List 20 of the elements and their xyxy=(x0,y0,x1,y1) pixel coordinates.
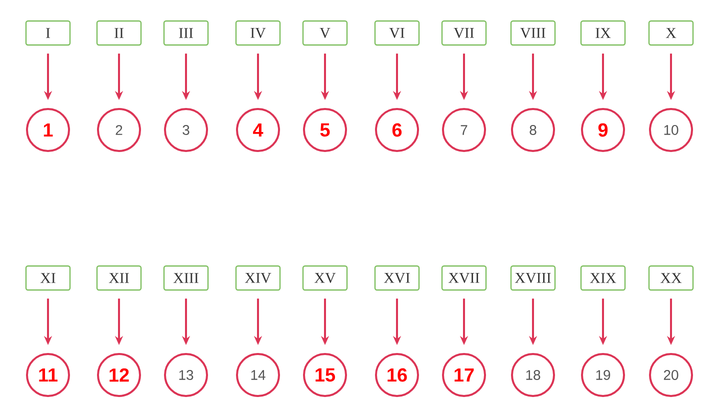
numeral-box: X xyxy=(648,20,694,46)
numeral-box: VI xyxy=(374,20,420,46)
numeral-box: XI xyxy=(25,265,71,291)
numeral-box: I xyxy=(25,20,71,46)
numeral-box: XIII xyxy=(163,265,209,291)
numeral-box: IX xyxy=(580,20,626,46)
numeral-box: XIV xyxy=(235,265,281,291)
numeral-box: II xyxy=(96,20,142,46)
numeral-box: III xyxy=(163,20,209,46)
numeral-box: XVII xyxy=(441,265,487,291)
numeral-box: XVIII xyxy=(510,265,556,291)
numeral-box: XIX xyxy=(580,265,626,291)
numeral-box: VIII xyxy=(510,20,556,46)
numeral-box: IV xyxy=(235,20,281,46)
numeral-box: XVI xyxy=(374,265,420,291)
numeral-box: XX xyxy=(648,265,694,291)
numeral-box: XV xyxy=(302,265,348,291)
numeral-box: V xyxy=(302,20,348,46)
numeral-box: XII xyxy=(96,265,142,291)
numeral-box: VII xyxy=(441,20,487,46)
